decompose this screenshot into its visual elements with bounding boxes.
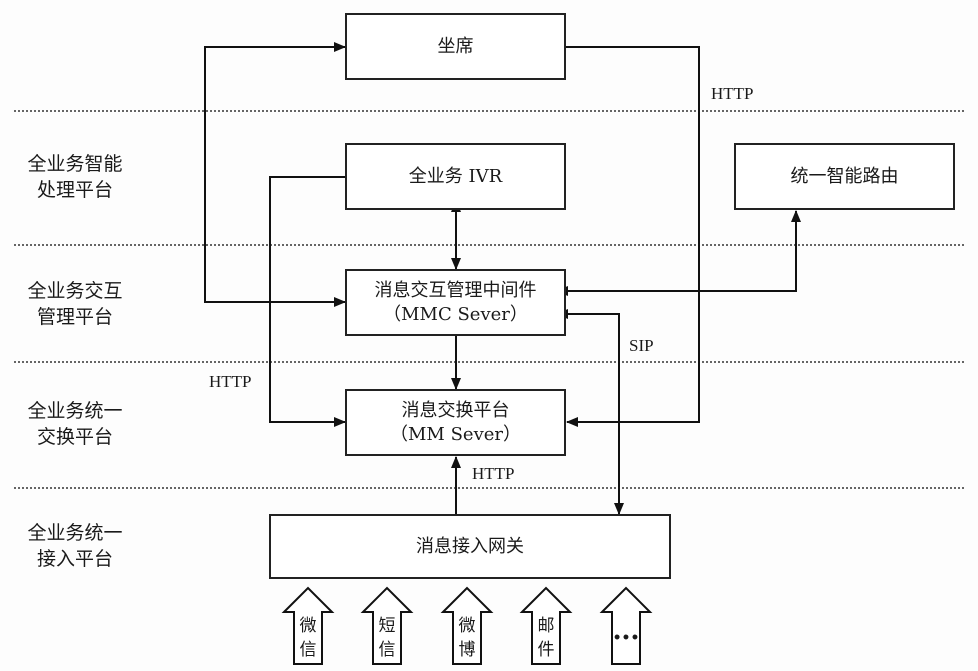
mmc-box: 消息交互管理中间件 （MMC Sever）: [345, 269, 566, 336]
ivr-label: 全业务 IVR: [408, 165, 503, 187]
gateway-label: 消息接入网关: [416, 535, 524, 557]
mm-sublabel: （MM Sever）: [390, 423, 521, 445]
source-arrow-more: [599, 586, 653, 665]
source-arrow-sms: [360, 586, 414, 665]
connector-left-to-mmc: [204, 150, 346, 307]
layer-label-access: 全业务统一 接入平台: [0, 520, 150, 572]
connector-ivr-to-mm: [269, 176, 346, 427]
layer-label-line1: 全业务智能: [27, 153, 123, 175]
source-arrow-weibo: [440, 586, 494, 665]
mmc-label: 消息交互管理中间件: [374, 279, 537, 301]
source-label-more: •••: [612, 626, 640, 650]
layer-label-line2: 接入平台: [36, 548, 113, 570]
source-char: 短: [378, 616, 396, 636]
source-char: 博: [458, 640, 476, 660]
connector-sip: [556, 309, 624, 515]
layer-label-processing: 全业务智能 处理平台: [0, 151, 150, 203]
layer-label-line2: 管理平台: [36, 306, 113, 328]
source-char: 信: [378, 640, 396, 660]
mm-label: 消息交换平台: [401, 399, 510, 421]
source-char: 信: [299, 640, 317, 660]
source-arrow-wechat: [281, 586, 335, 665]
layer-label-line1: 全业务统一: [27, 522, 123, 544]
protocol-label-http-left: HTTP: [209, 372, 252, 391]
ivr-box: 全业务 IVR: [345, 143, 566, 210]
layer-label-line1: 全业务统一: [27, 400, 123, 422]
source-char: 微: [299, 616, 317, 636]
source-label-email: 邮 件: [532, 614, 560, 662]
agent-label: 坐席: [437, 35, 474, 57]
gateway-box: 消息接入网关: [269, 514, 671, 579]
source-label-weibo: 微 博: [453, 614, 481, 662]
source-char: 邮: [537, 616, 555, 636]
routing-box: 统一智能路由: [734, 143, 955, 210]
routing-label: 统一智能路由: [790, 165, 899, 187]
source-char: 件: [537, 640, 555, 660]
agent-box: 坐席: [345, 13, 566, 80]
mmc-sublabel: （MMC Sever）: [383, 303, 528, 325]
protocol-label-http-bottom: HTTP: [472, 464, 515, 483]
connector-agent-to-mm: [565, 46, 700, 427]
source-char: 微: [458, 616, 476, 636]
mm-box: 消息交换平台 （MM Sever）: [345, 389, 566, 456]
ellipsis-icon: •••: [612, 630, 640, 646]
source-arrow-email: [519, 586, 573, 665]
source-label-wechat: 微 信: [294, 614, 322, 662]
protocol-label-http-top: HTTP: [711, 84, 754, 103]
layer-label-line1: 全业务交互: [27, 280, 123, 302]
layer-label-interaction: 全业务交互 管理平台: [0, 278, 150, 330]
layer-label-line2: 交换平台: [36, 426, 113, 448]
protocol-label-sip: SIP: [629, 336, 654, 355]
layer-label-line2: 处理平台: [36, 179, 113, 201]
connector-left-to-agent: [204, 42, 346, 160]
source-label-sms: 短 信: [373, 614, 401, 662]
connector-mmc-routing: [556, 210, 801, 296]
layer-label-exchange: 全业务统一 交换平台: [0, 398, 150, 450]
